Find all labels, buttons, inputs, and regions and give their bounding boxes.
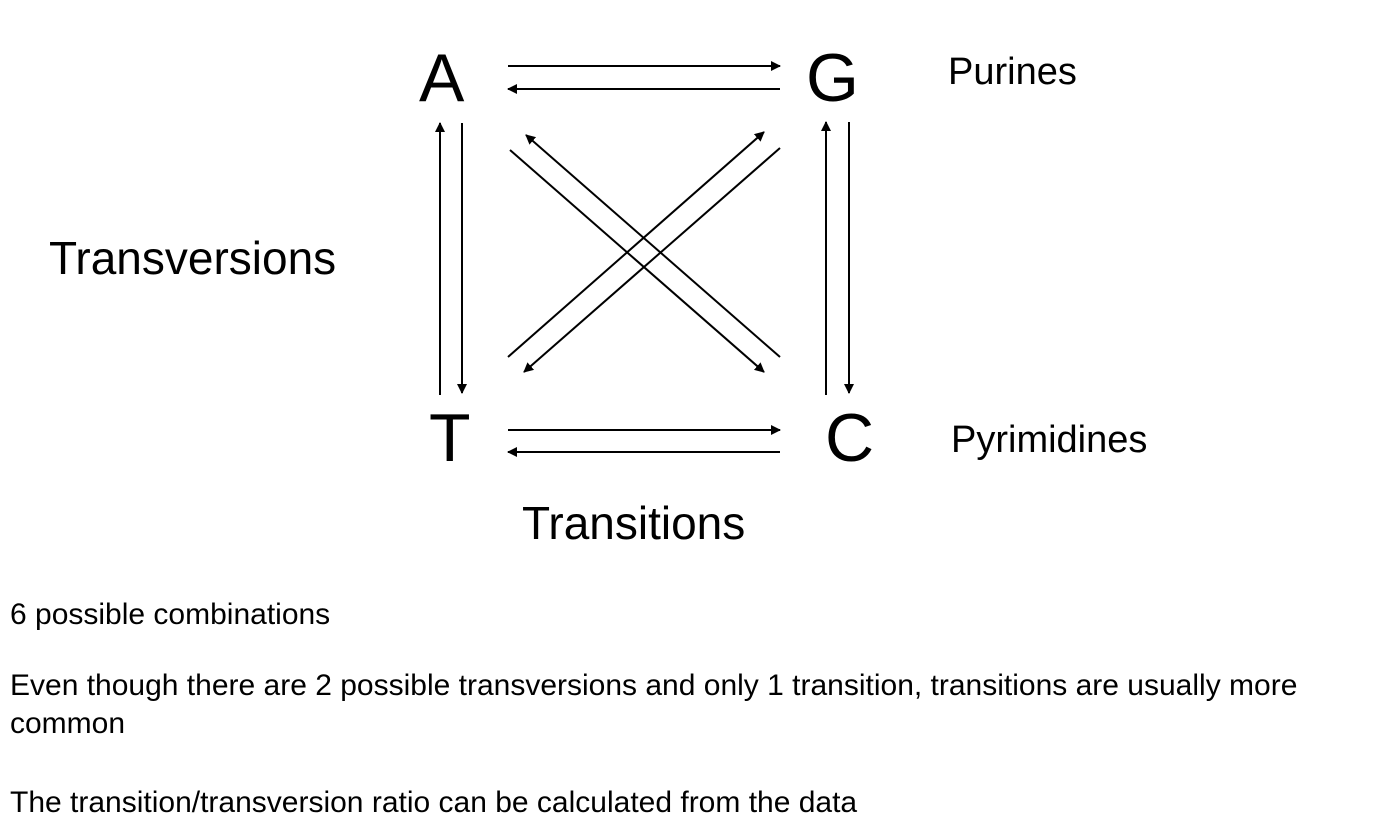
note-possible-combinations: 6 possible combinations xyxy=(10,598,331,631)
note-ratio-calculation: The transition/transversion ratio can be… xyxy=(10,786,858,819)
base-a-label: A xyxy=(419,40,465,116)
transversions-label: Transversions xyxy=(49,232,337,284)
pyrimidines-label: Pyrimidines xyxy=(951,419,1148,461)
arrow-t-to-g xyxy=(507,131,765,358)
purines-label: Purines xyxy=(948,51,1077,93)
note-transition-frequency: Even though there are 2 possible transve… xyxy=(10,669,1298,740)
arrow-a-to-c xyxy=(509,149,765,373)
base-t-label: T xyxy=(429,400,471,476)
substitution-arrows xyxy=(435,61,854,457)
substitution-diagram: A G T C Purines Pyrimidines Transversion… xyxy=(49,40,1148,549)
arrow-g-to-t xyxy=(523,147,781,373)
base-g-label: G xyxy=(806,40,859,116)
base-c-label: C xyxy=(825,400,875,476)
arrow-c-to-a xyxy=(525,134,781,358)
transitions-label: Transitions xyxy=(522,497,746,549)
